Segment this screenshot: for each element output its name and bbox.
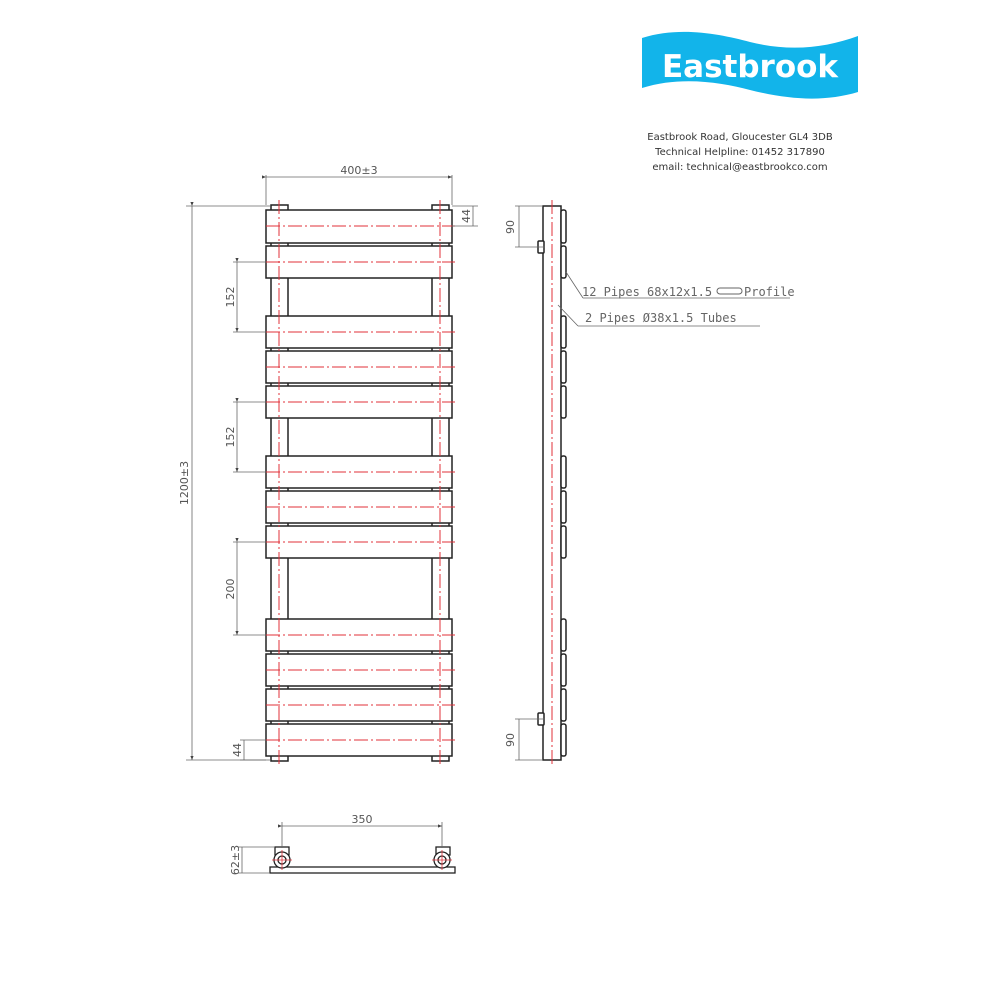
bottom-bracket-dimension: 90 — [504, 733, 517, 747]
bottom-offset-dimension: 44 — [231, 743, 244, 757]
top-offset-dimension: 44 — [460, 209, 473, 223]
width-dimension: 400±3 — [340, 164, 377, 177]
side-bar-profiles — [560, 209, 567, 757]
plan-dimensions — [238, 822, 443, 874]
gap-dimension-3: 200 — [224, 579, 237, 600]
plan-bar — [269, 866, 456, 874]
profile-note-suffix: Profile — [744, 285, 795, 299]
email-text: email: technical@eastbrookco.com — [652, 162, 828, 173]
side-dimensions — [515, 205, 790, 761]
front-dimensions — [186, 175, 478, 761]
centres-dimension: 350 — [352, 813, 373, 826]
plan-view — [269, 846, 456, 874]
brand-name: Eastbrook — [662, 49, 839, 85]
tubes-note: 2 Pipes Ø38x1.5 Tubes — [585, 311, 737, 325]
profile-note: 12 Pipes 68x12x1.5 — [582, 285, 712, 299]
gap-dimension-1: 152 — [224, 287, 237, 308]
gap-dimension-2: 152 — [224, 427, 237, 448]
helpline-text: Technical Helpline: 01452 317890 — [655, 147, 825, 158]
depth-dimension: 62±3 — [229, 845, 242, 875]
address-text: Eastbrook Road, Gloucester GL4 3DB — [647, 132, 833, 143]
bars — [265, 209, 453, 757]
centerlines — [266, 200, 455, 766]
height-dimension: 1200±3 — [178, 461, 191, 505]
top-bracket-dimension: 90 — [504, 220, 517, 234]
profile-shape-icon — [716, 287, 743, 295]
eastbrook-logo: Eastbrook — [642, 31, 858, 99]
front-view — [265, 204, 453, 762]
